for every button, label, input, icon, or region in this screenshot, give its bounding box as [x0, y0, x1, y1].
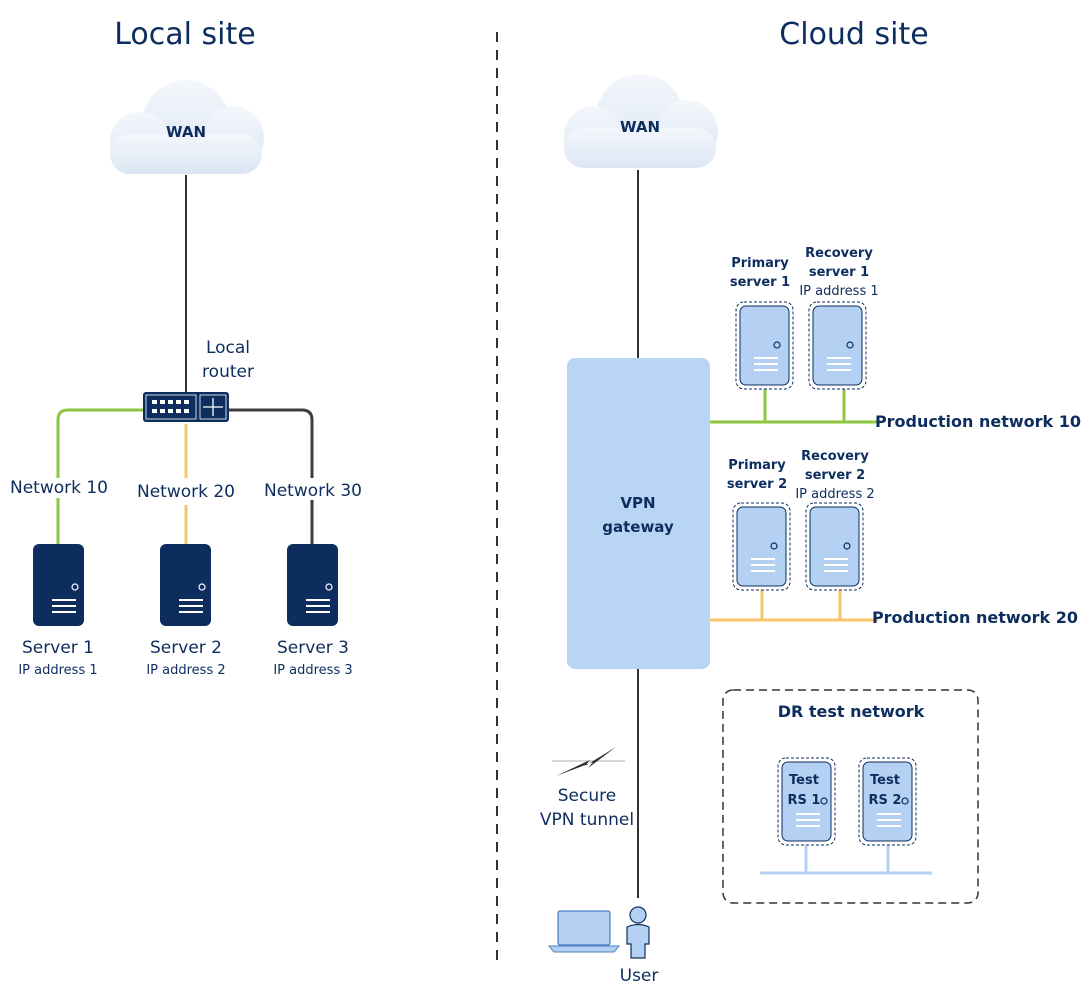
prod-network-20-label: Production network 20 [872, 608, 1078, 627]
primary-server-1-label-line2: server 1 [730, 275, 790, 290]
recovery-server-1-ip: IP address 1 [799, 284, 878, 299]
vpn-gateway-box [567, 358, 710, 669]
local-wan-label: WAN [166, 123, 206, 141]
local-site-title: Local site [114, 17, 255, 52]
test-rs-2-label-line2: RS 2 [869, 793, 902, 808]
server-2-ip: IP address 2 [146, 663, 225, 678]
test-rs-1-label-line2: RS 1 [788, 793, 821, 808]
recovery-server-2-icon [805, 502, 864, 591]
server-3-icon [287, 544, 338, 626]
cloud-site-title: Cloud site [779, 17, 928, 52]
dr-test-network-title: DR test network [778, 702, 925, 721]
vpn-gateway-label-line2: gateway [602, 518, 674, 536]
lightning-icon [552, 747, 625, 776]
server-2-name: Server 2 [150, 638, 222, 658]
network-10-link [56, 408, 143, 478]
recovery-server-2-label-line2: server 2 [805, 468, 865, 483]
network-30-link [229, 408, 314, 478]
recovery-server-1-label-line2: server 1 [809, 265, 869, 280]
recovery-server-1-icon [808, 301, 867, 390]
network-30-label: Network 30 [264, 481, 362, 501]
user-icon [626, 906, 650, 959]
dr-test-network-box [722, 689, 979, 904]
primary-server-2-label-line1: Primary [728, 458, 786, 473]
primary-server-2-icon [732, 502, 791, 591]
router-label-line1: Local [206, 338, 250, 358]
server-3-name: Server 3 [277, 638, 349, 658]
test-rs-1-label-line1: Test [789, 773, 819, 788]
tunnel-label-line2: VPN tunnel [540, 810, 634, 830]
recovery-server-1-label-line1: Recovery [805, 246, 873, 261]
primary-server-1-label-line1: Primary [731, 256, 789, 271]
test-rs-2-label-line1: Test [870, 773, 900, 788]
router-icon [143, 392, 229, 422]
tunnel-label-line1: Secure [558, 786, 616, 806]
primary-server-1-icon [735, 301, 794, 390]
server-1-ip: IP address 1 [18, 663, 97, 678]
recovery-server-2-ip: IP address 2 [795, 487, 874, 502]
server-1-icon [33, 544, 84, 626]
network-20-label: Network 20 [137, 482, 235, 502]
router-label-line2: router [202, 362, 254, 382]
cloud-wan-label: WAN [620, 118, 660, 136]
server-2-icon [160, 544, 211, 626]
test-rs-2-icon [858, 757, 917, 846]
test-rs-1-icon [777, 757, 836, 846]
prod-network-10-label: Production network 10 [875, 412, 1081, 431]
primary-server-2-label-line2: server 2 [727, 477, 787, 492]
user-label: User [620, 966, 659, 986]
server-3-ip: IP address 3 [273, 663, 352, 678]
laptop-icon [547, 910, 621, 953]
server-1-name: Server 1 [22, 638, 94, 658]
recovery-server-2-label-line1: Recovery [801, 449, 869, 464]
network-10-label: Network 10 [10, 478, 108, 498]
vpn-gateway-label-line1: VPN [620, 494, 655, 512]
